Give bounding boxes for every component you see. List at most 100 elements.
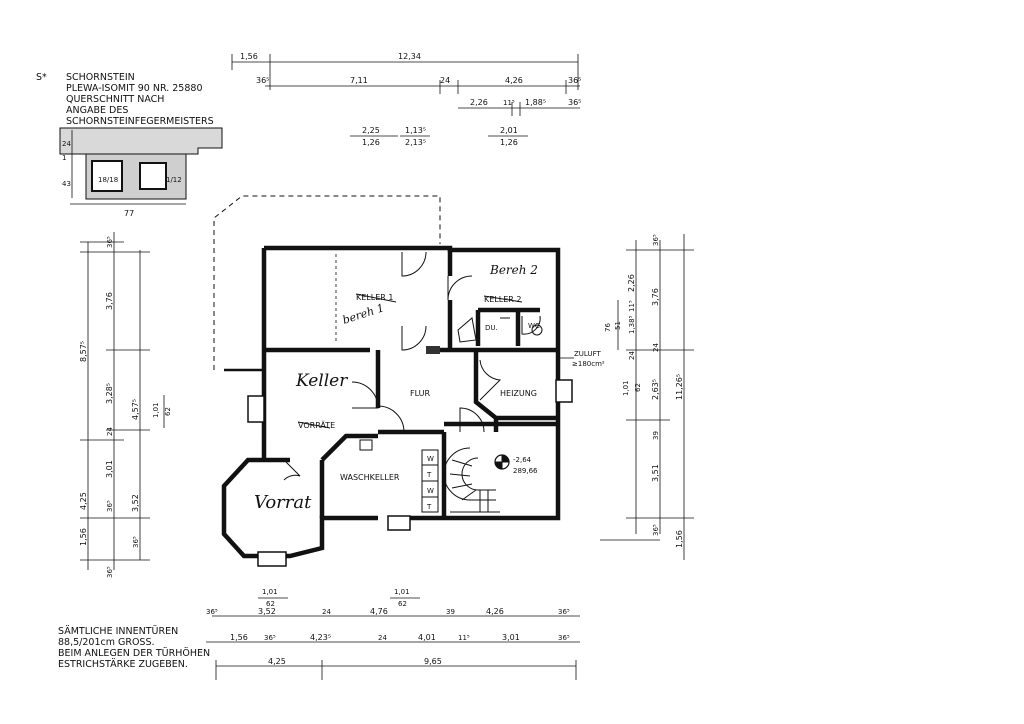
cabinet-w-1: W: [427, 455, 434, 463]
dim-pair-c-bottom: 1,26: [500, 138, 518, 147]
dim-bottom-door-a-2: 62: [266, 600, 275, 608]
dim-b2-4-01: 4,01: [418, 633, 436, 642]
doors-note-line-2: 88,5/201cm GROSS.: [58, 637, 155, 648]
dim-right-2-63: 2,63⁵: [651, 379, 660, 400]
chimney-flue-left: [91, 160, 123, 192]
dim-b3-9-65: 9,65: [424, 657, 442, 666]
handwriting-keller-1: bereh 1: [341, 301, 386, 327]
chimney-note-line-4: ANGABE DES: [66, 105, 128, 116]
handwriting-vorrat: Vorrat: [254, 492, 312, 513]
dim-pair-b-top: 1,13⁵: [405, 126, 426, 135]
dim-b2-4-23: 4,23⁵: [310, 633, 331, 642]
chimney-dim-24: 24: [62, 140, 71, 148]
room-label-heizung: HEIZUNG: [500, 389, 537, 398]
dim-left-3-76: 3,76: [105, 292, 114, 310]
dim-left-door-1-01: 1,01: [152, 402, 160, 418]
chimney-wall-section: [59, 127, 223, 155]
dim-left-3-01: 3,01: [105, 460, 114, 478]
dim-left-3-52: 3,52: [131, 494, 140, 512]
dim-left-4-57: 4,57⁵: [131, 399, 140, 420]
dim-right-39: 39: [652, 431, 660, 440]
top-dimensions: 1,56 12,34 36⁵ 7,11 24 4,26 36⁵ 2,26 11⁵…: [231, 52, 581, 147]
dim-top-4-26: 4,26: [505, 76, 523, 85]
floor-plan-walls: [221, 245, 573, 567]
dim-right-36-b: 36⁵: [652, 524, 660, 536]
dim-b1-3-52: 3,52: [258, 607, 276, 616]
dim-pair-a-bottom: 1,26: [362, 138, 380, 147]
dim-right-2-26: 2,26: [627, 274, 636, 292]
room-label-du: DU.: [485, 324, 498, 332]
dim-left-door-62: 62: [164, 407, 172, 416]
dim-b1-24: 24: [322, 608, 331, 616]
staircase: [443, 447, 500, 513]
dim-left-36-a: 36⁵: [106, 236, 114, 248]
dim-left-36-d: 36⁵: [132, 536, 140, 548]
zuluft-label-1: ZULUFT: [574, 350, 601, 358]
chimney-detail: S* SCHORNSTEIN PLEWA-ISOMIT 90 NR. 25880…: [36, 72, 223, 218]
doors-note-line-3: BEIM ANLEGEN DER TÜRHÖHEN: [58, 648, 210, 659]
chimney-dim-43: 43: [62, 180, 71, 188]
chimney-flue-right-label: 1/12: [166, 176, 182, 184]
level-marker: -2,64 289,66: [494, 454, 538, 475]
dim-pair-a-top: 2,25: [362, 126, 380, 135]
cabinet-t-1: T: [426, 471, 432, 479]
room-label-keller-2: KELLER 2: [484, 295, 521, 304]
chimney-dim-1: 1: [62, 154, 66, 162]
left-dimensions: 8,57⁵ 4,25 1,56 36⁵ 3,76 3,28⁵ 24 3,01 3…: [79, 232, 172, 578]
washer-dryer-cabinet: W T W T: [421, 449, 439, 513]
chimney-note-line-2: PLEWA-ISOMIT 90 NR. 25880: [66, 83, 202, 94]
chimney-flue-right: [139, 162, 167, 190]
dim-right-24: 24: [652, 343, 660, 352]
dim-left-4-25: 4,25: [79, 492, 88, 510]
dim-pair-b-bottom: 2,13⁵: [405, 138, 426, 147]
dim-bottom-door-b-1: 1,01: [394, 588, 410, 596]
dim-b1-36-a: 36⁵: [206, 608, 218, 616]
dim-left-1-56: 1,56: [79, 528, 88, 546]
dim-bottom-door-b-2: 62: [398, 600, 407, 608]
dim-top-36-a: 36⁵: [256, 76, 269, 85]
dim-left-8-57: 8,57⁵: [79, 341, 88, 362]
dim-top-12-34: 12,34: [398, 52, 421, 61]
dim-top-24: 24: [440, 76, 450, 85]
dim-top-7-11: 7,11: [350, 76, 368, 85]
handwriting-keller-vorraete: Keller: [295, 371, 348, 391]
dim-right-1-38: 1,38⁵: [628, 315, 636, 334]
dim-b1-36-b: 36⁵: [558, 608, 570, 616]
room-label-wc: WC: [528, 322, 540, 330]
chimney-note-line-1: SCHORNSTEIN: [66, 72, 135, 83]
dim-right-wc-76: 76: [604, 323, 612, 332]
door-swings: [283, 251, 541, 481]
dim-right-24-b: 24: [628, 351, 636, 360]
dim-b3-4-25: 4,25: [268, 657, 286, 666]
doors-note-line-1: SÄMTLICHE INNENTÜREN: [58, 626, 178, 637]
dim-left-3-28: 3,28⁵: [105, 383, 114, 404]
dim-top-1-56: 1,56: [240, 52, 258, 61]
dim-right-11-26: 11,26⁵: [675, 374, 684, 400]
dim-right-11-5: 11⁵: [628, 300, 636, 312]
dim-b2-24: 24: [378, 634, 387, 642]
cabinet-w-2: W: [427, 487, 434, 495]
chimney-marker: S*: [36, 72, 47, 83]
terrace-outline: [213, 195, 441, 370]
dim-pair-c-top: 2,01: [500, 126, 518, 135]
dim-right-62: 62: [634, 383, 642, 392]
dim-bottom-door-a-1: 1,01: [262, 588, 278, 596]
doors-note: SÄMTLICHE INNENTÜREN 88,5/201cm GROSS. B…: [58, 626, 210, 670]
fixtures: [359, 317, 543, 451]
room-label-waschkeller: WASCHKELLER: [340, 473, 400, 482]
dim-b1-4-26: 4,26: [486, 607, 504, 616]
dim-b1-39: 39: [446, 608, 455, 616]
bottom-dimensions: 1,01 62 1,01 62 36⁵ 3,52 24 4,76 39 4,26…: [206, 588, 580, 680]
doors-note-line-4: ESTRICHSTÄRKE ZUGEBEN.: [58, 659, 188, 670]
dim-b2-11-5: 11⁵: [458, 634, 470, 642]
dim-left-24: 24: [106, 427, 114, 436]
dim-left-36-c: 36⁵: [106, 566, 114, 578]
dim-b2-3-01: 3,01: [502, 633, 520, 642]
chimney-note-line-3: QUERSCHNITT NACH: [66, 94, 164, 105]
dim-right-3-76: 3,76: [651, 288, 660, 306]
dim-top-36-c: 36⁵: [568, 98, 581, 107]
dim-right-wc-51: 51: [614, 321, 622, 330]
dim-b2-36: 36⁵: [264, 634, 276, 642]
dim-b2-36-b: 36⁵: [558, 634, 570, 642]
